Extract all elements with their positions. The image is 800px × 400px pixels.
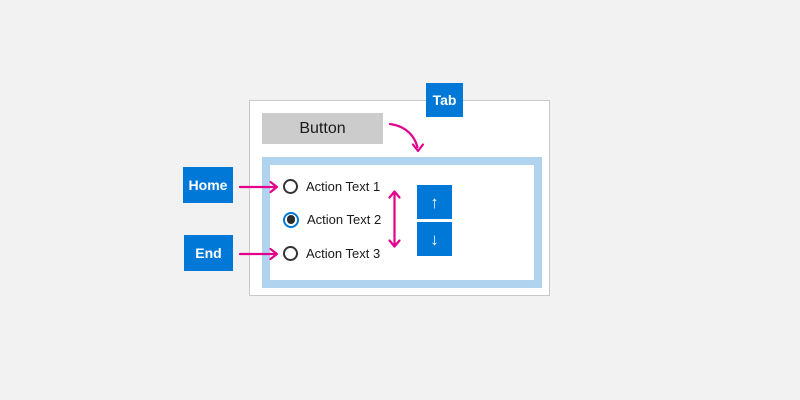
button-label: Button (299, 119, 346, 137)
up-arrow-icon: ↑ (430, 192, 439, 212)
radio-selected-icon (283, 211, 299, 228)
radio-option-label: Action Text 2 (307, 212, 382, 227)
key-badge-end-label: End (195, 245, 222, 261)
radio-unselected-icon (283, 246, 298, 261)
key-badge-tab: Tab (426, 83, 463, 117)
radio-option-3[interactable]: Action Text 3 (283, 245, 380, 262)
radio-option-label: Action Text 3 (306, 246, 381, 261)
key-badge-tab-label: Tab (432, 92, 457, 108)
radio-unselected-icon (283, 179, 298, 194)
up-button[interactable]: ↑ (417, 185, 452, 219)
radio-option-2[interactable]: Action Text 2 (283, 211, 381, 228)
list-focus-region (262, 157, 542, 288)
radio-option-label: Action Text 1 (306, 179, 381, 194)
key-badge-end: End (184, 235, 233, 271)
button-control[interactable]: Button (262, 113, 383, 144)
down-arrow-icon: ↓ (430, 229, 439, 249)
down-button[interactable]: ↓ (417, 222, 452, 256)
radio-option-1[interactable]: Action Text 1 (283, 178, 380, 195)
key-badge-home: Home (183, 167, 233, 203)
key-badge-home-label: Home (188, 177, 228, 193)
